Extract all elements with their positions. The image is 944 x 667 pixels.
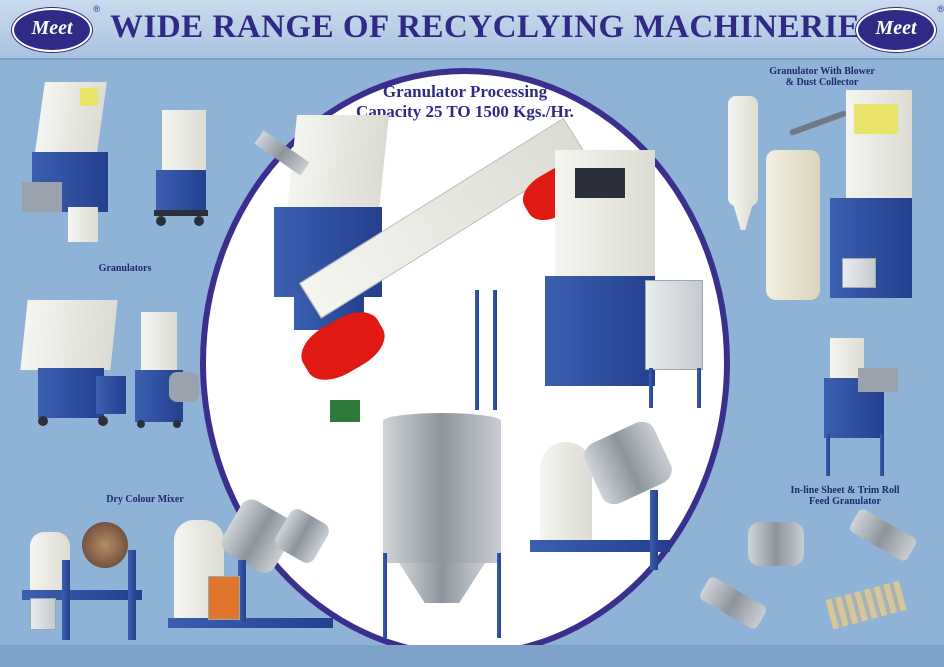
dry-colour-mixer-image — [530, 417, 680, 585]
registered-mark: ® — [93, 4, 100, 14]
processing-label-line2: Capacity 25 TO 1500 Kgs./Hr. — [356, 102, 574, 121]
processing-label-line1: Granulator Processing — [382, 82, 548, 101]
rotor-part-image — [847, 507, 919, 563]
screen-part-image — [748, 522, 804, 566]
granulator-image — [22, 82, 112, 242]
blower-label-line1: Granulator With Blower — [769, 66, 875, 77]
inline-label-line2: Feed Granulator — [809, 496, 881, 507]
hopper-dryer-image — [375, 413, 510, 638]
granulators-label: Granulators — [98, 263, 152, 274]
header-bar: Meet ® WIDE RANGE OF RECYCLYING MACHINER… — [0, 0, 944, 60]
dry-colour-mixer-label: Dry Colour Mixer — [106, 494, 184, 505]
blower-granulator-image — [718, 90, 923, 305]
registered-mark: ® — [937, 4, 944, 14]
blower-label-line2: & Dust Collector — [785, 77, 859, 88]
inline-granulator-label: In-line Sheet & Trim Roll Feed Granulato… — [770, 485, 920, 507]
inline-label-line1: In-line Sheet & Trim Roll — [790, 485, 900, 496]
page-title: WIDE RANGE OF RECYCLYING MACHINERIES — [110, 9, 880, 45]
blade-part-image — [825, 580, 907, 630]
granulator-image — [135, 312, 203, 430]
inline-granulator-image — [820, 338, 905, 478]
granulator-image — [150, 110, 210, 235]
rotor-part-image — [697, 575, 769, 631]
brand-logo-text: Meet — [31, 17, 73, 39]
blower-granulator-label: Granulator With Blower & Dust Collector — [752, 66, 892, 88]
brand-logo: Meet ® — [12, 4, 100, 52]
conveyor-image — [292, 117, 599, 430]
dry-colour-mixer-image — [22, 520, 152, 640]
footer-bar — [0, 645, 944, 667]
granulator-image — [18, 300, 128, 428]
brand-logo: Meet ® — [856, 4, 944, 52]
granulator-image — [475, 150, 715, 415]
processing-label: Granulator Processing Capacity 25 TO 150… — [330, 82, 600, 122]
dry-colour-mixer-image — [168, 495, 338, 642]
brand-logo-text: Meet — [875, 17, 917, 39]
